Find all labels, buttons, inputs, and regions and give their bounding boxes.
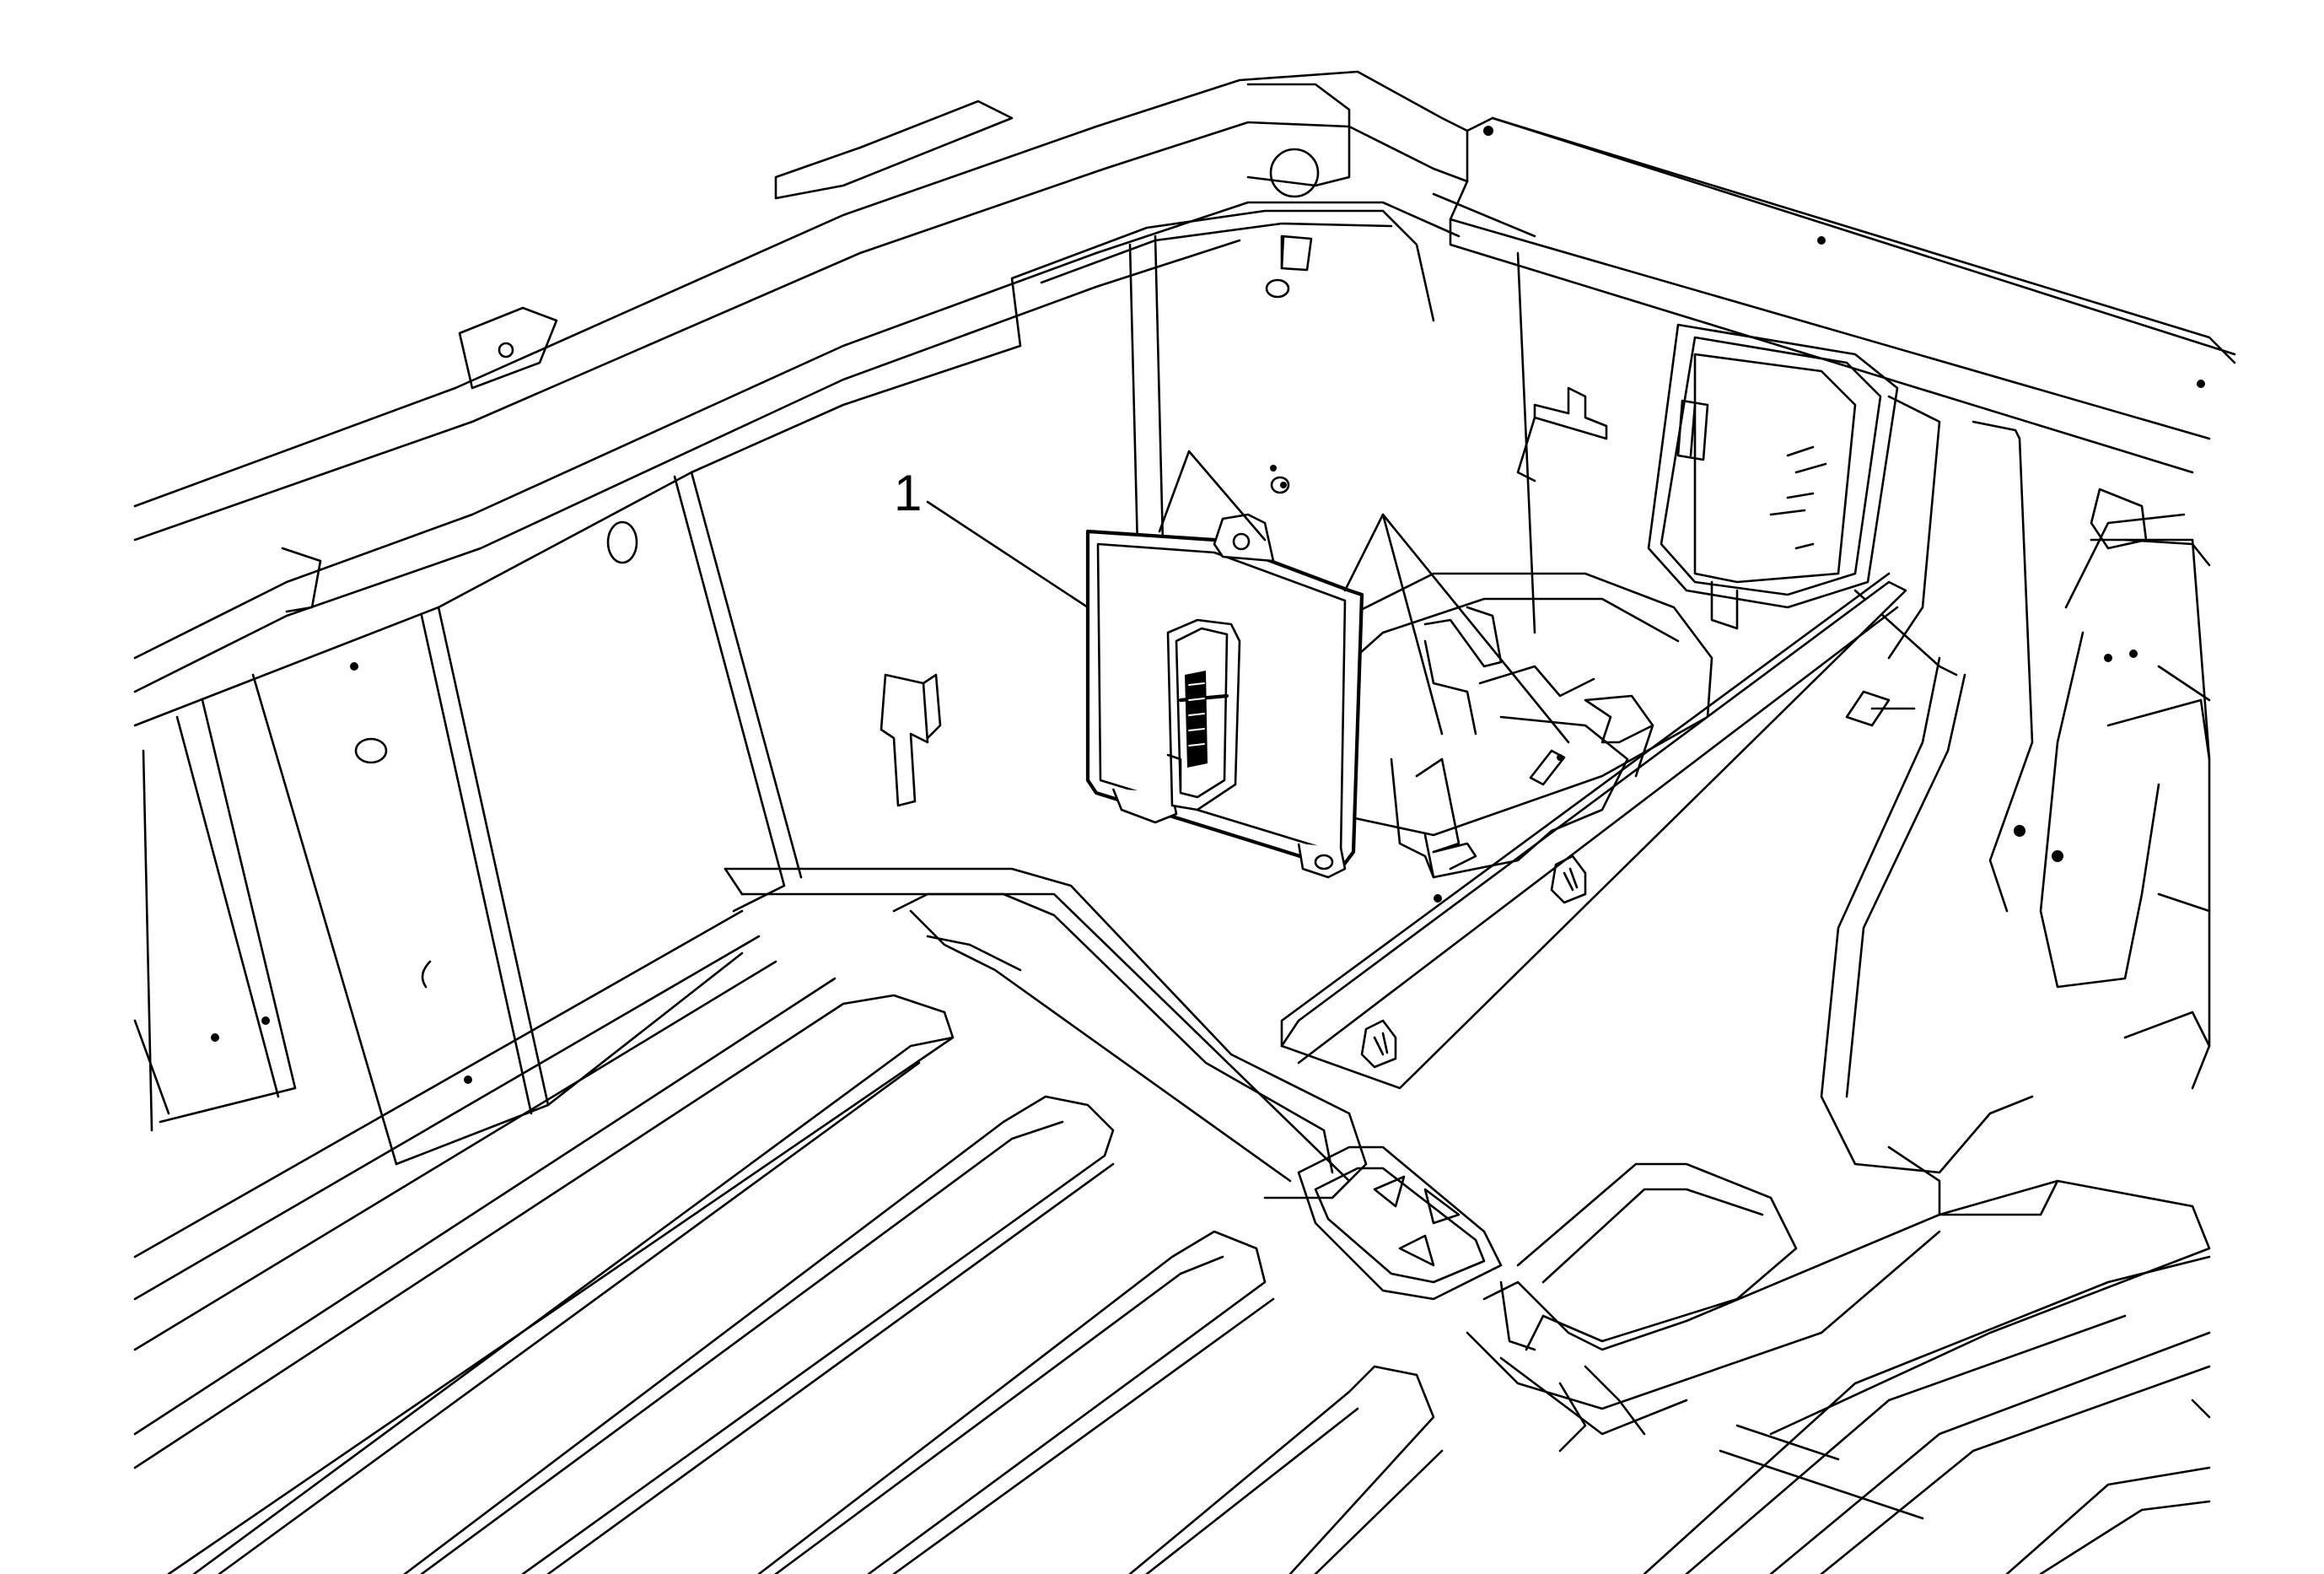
floor-tray (1280, 572, 1907, 1090)
callout-1-label: 1 (894, 465, 922, 521)
callout-1-leader (926, 500, 1089, 609)
right-side-panel (1647, 323, 2138, 660)
floor-ribs (133, 867, 2211, 1574)
upper-body-frame (133, 70, 2236, 693)
rear-bulkhead (1010, 192, 1608, 634)
callout-1: 1 (894, 465, 1089, 609)
right-wheelhouse (1820, 420, 2211, 1216)
leader-lines (1158, 450, 1570, 744)
left-side-panel (133, 344, 1022, 1166)
control-module (1085, 513, 1364, 879)
